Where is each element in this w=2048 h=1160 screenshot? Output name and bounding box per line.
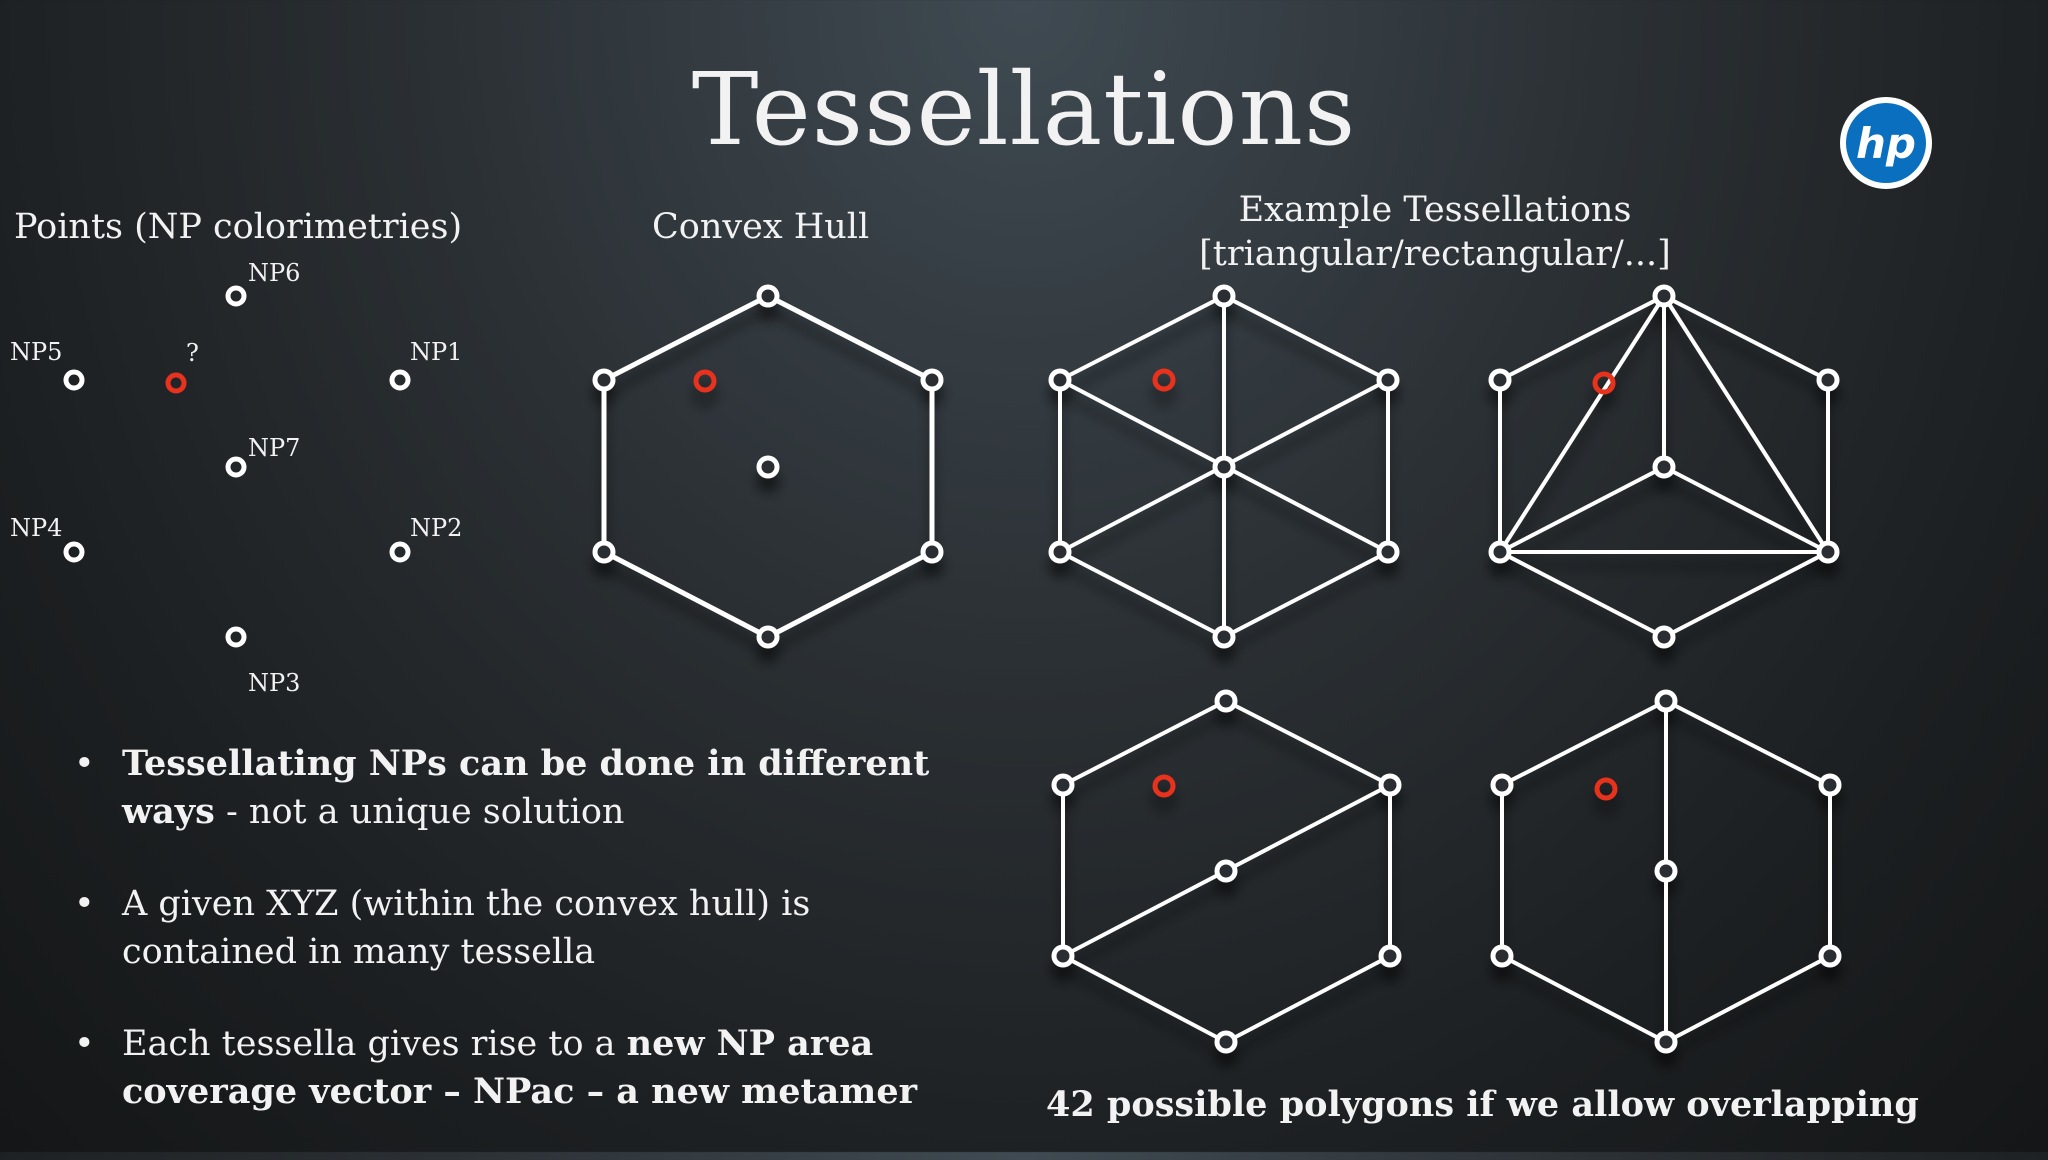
np3-label: NP3: [248, 669, 300, 697]
bullet-1-bold: Tessellating NPs can be done in differen…: [122, 743, 930, 832]
example-tessellations-heading: Example Tessellations [triangular/rectan…: [1180, 188, 2048, 276]
np1-label: NP1: [410, 338, 462, 366]
slide-title: Tessellations: [691, 51, 1357, 168]
convex-hull-heading: Convex Hull: [652, 207, 870, 247]
hp-logo-text: hp: [1856, 119, 1916, 168]
example-vertical-split: [1490, 689, 1842, 1054]
query-point: [165, 372, 187, 394]
example-heading-line2: [triangular/rectangular/...]: [1199, 234, 1671, 274]
np7-label: NP7: [248, 434, 300, 462]
example-star-triangulation: [1048, 284, 1400, 649]
np4-label: NP4: [10, 514, 62, 542]
np7-point: [225, 456, 247, 478]
np1-point: [389, 369, 411, 391]
hull-query-point: [693, 369, 717, 393]
np3-point: [225, 626, 247, 648]
hp-logo: hp: [1838, 95, 1934, 191]
bullet-2: • A given XYZ (within the convex hull) i…: [74, 884, 811, 972]
example-diagonal-split: [1051, 689, 1402, 1054]
query-label: ?: [186, 339, 199, 367]
caption: 42 possible polygons if we allow overlap…: [1046, 1084, 1919, 1125]
np6-point: [225, 285, 247, 307]
bullet-3-text: Each tessella gives rise to a: [122, 1024, 627, 1064]
np2-label: NP2: [410, 514, 462, 542]
points-panel: NP6 NP5 ? NP1 NP7 NP4 NP2 NP3: [10, 259, 462, 697]
np4-point: [63, 541, 85, 563]
convex-hull-diagram: [592, 284, 944, 649]
example-triangle-tessellation: [1488, 284, 1840, 649]
example-heading-line1: Example Tessellations: [1238, 190, 1632, 230]
np6-label: NP6: [248, 259, 300, 287]
bullet-2-text: A given XYZ (within the convex hull) is …: [122, 884, 811, 972]
np5-label: NP5: [10, 338, 62, 366]
np2-point: [389, 541, 411, 563]
bullet-3-bold: new NP area coverage vector – NPac – a n…: [122, 1023, 918, 1112]
np5-point: [63, 369, 85, 391]
points-heading: Points (NP colorimetries): [14, 207, 463, 247]
bullet-list: • Tessellating NPs can be done in differ…: [70, 740, 970, 1160]
bullet-1: • Tessellating NPs can be done in differ…: [74, 743, 930, 832]
bullet-3: • Each tessella gives rise to a new NP a…: [74, 1023, 918, 1112]
bullet-1-text: - not a unique solution: [214, 792, 625, 832]
